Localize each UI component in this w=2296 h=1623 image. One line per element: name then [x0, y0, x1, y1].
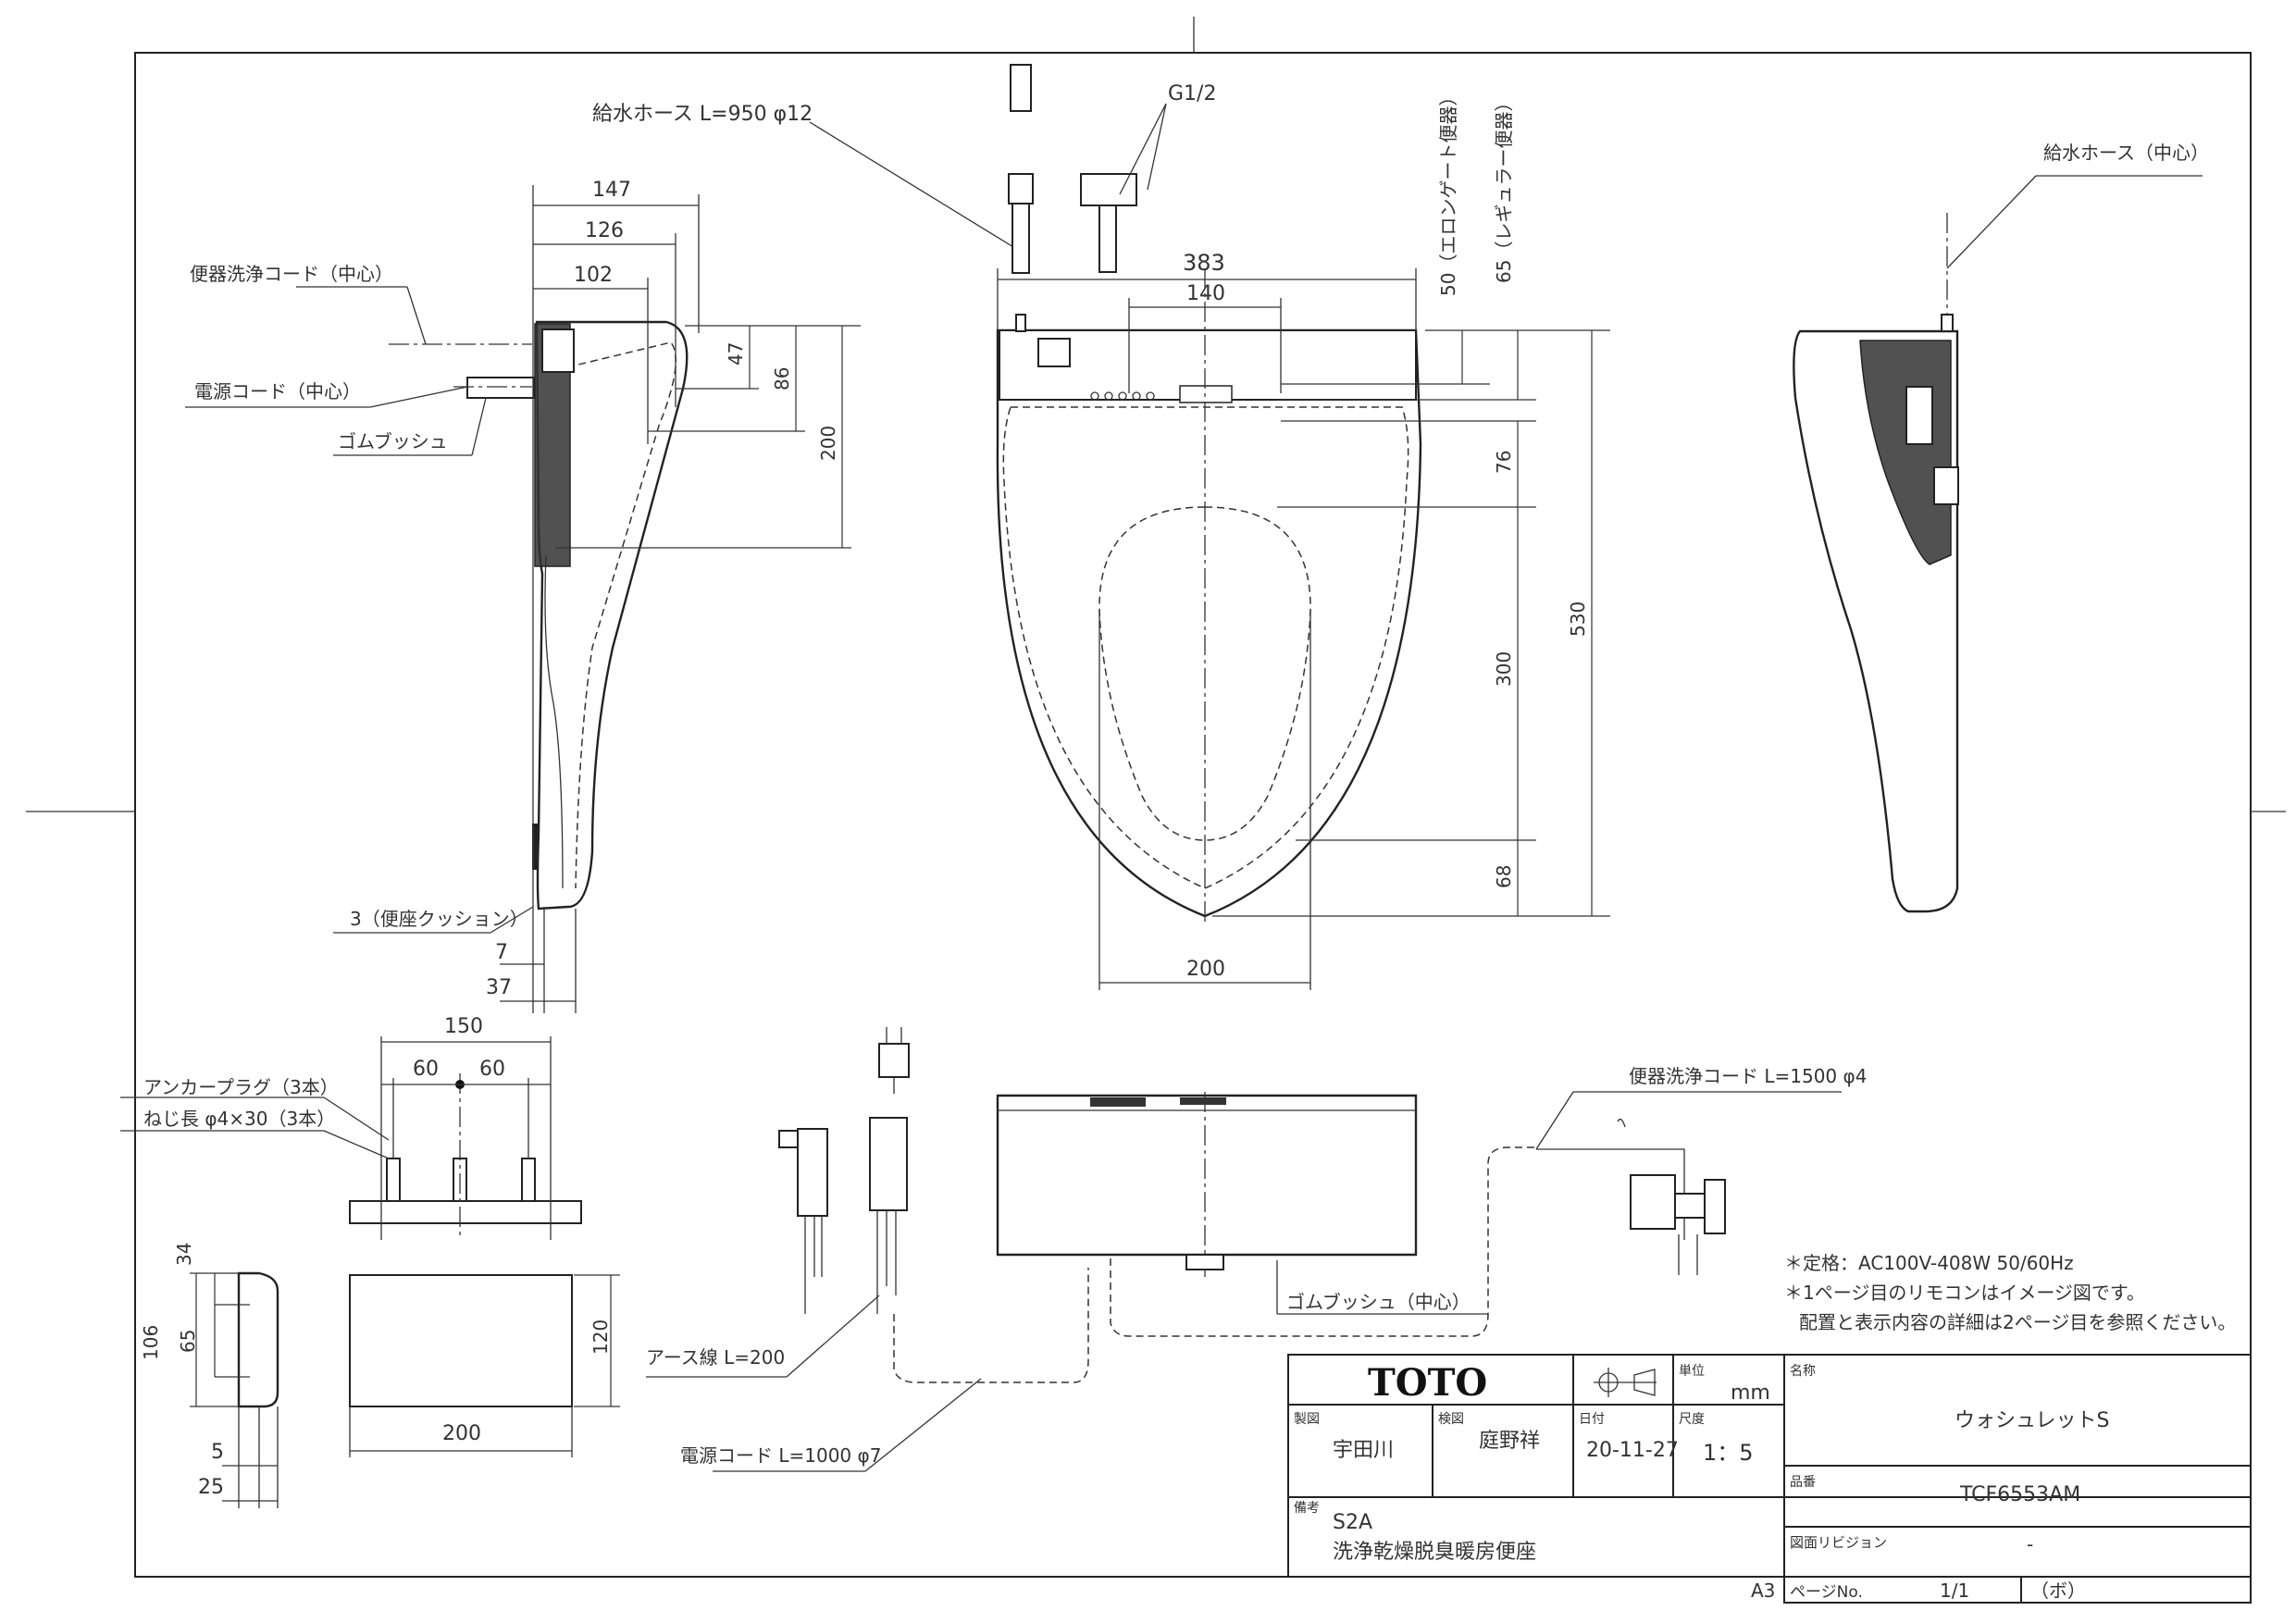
drawing-frame: [134, 52, 2252, 1578]
top-view: [996, 64, 1610, 990]
dim-25: 25: [198, 1476, 224, 1499]
earth-plug: [797, 1128, 828, 1217]
sheet-size: A3: [1751, 1580, 1775, 1602]
fitting-body: [1630, 1174, 1676, 1230]
bush-label: ゴムブッシュ: [338, 430, 448, 452]
remarks-label: 備考: [1294, 1501, 1320, 1516]
screw-label: ねじ長 φ4×30（3本）: [143, 1108, 335, 1130]
dim-102: 102: [574, 264, 613, 287]
panel-label: [1179, 385, 1233, 403]
model-value: TCF6553AM: [1959, 1483, 2080, 1506]
seat-side-profile: [535, 320, 689, 911]
dim-120: 120: [590, 1319, 612, 1355]
dim-47: 47: [725, 342, 747, 365]
title-block: [1287, 1354, 2252, 1604]
accessories: [646, 1027, 1842, 1472]
side-view-right: [1793, 175, 2203, 913]
power-plug-stub: [466, 377, 535, 399]
page-label: ページNo.: [1790, 1583, 1863, 1602]
dim-50-elongate: 50（エロンゲート便器）: [1437, 88, 1459, 296]
dim-530: 530: [1567, 601, 1589, 637]
rear-buttons: [1090, 1097, 1146, 1107]
page-suffix: （ボ）: [2030, 1580, 2086, 1602]
plate-front: [349, 1274, 573, 1407]
page-value: 1/1: [1940, 1580, 1969, 1602]
valve-mid: [1008, 173, 1034, 204]
dim-60-b: 60: [479, 1058, 505, 1081]
dim-200-top: 200: [1186, 958, 1225, 981]
power-plug: [869, 1117, 908, 1211]
cushion-label: 3（便座クッション）: [350, 908, 528, 930]
date-value: 20-11-27: [1586, 1439, 1679, 1462]
unit-label: 単位: [1679, 1364, 1705, 1379]
dim-300: 300: [1493, 651, 1515, 687]
revision-label: 図面リビジョン: [1790, 1534, 1887, 1551]
dim-147: 147: [592, 179, 631, 202]
dim-60-a: 60: [413, 1058, 439, 1081]
rear-logo: [1180, 1097, 1226, 1105]
drawn-label: 製図: [1294, 1412, 1320, 1427]
name-label: 名称: [1790, 1364, 1816, 1379]
dim-86: 86: [771, 367, 793, 390]
drawn-value: 宇田川: [1333, 1439, 1394, 1462]
bush-center-label: ゴムブッシュ（中心）: [1286, 1291, 1471, 1313]
side-buttons: [1905, 386, 1933, 445]
revision-value: -: [2027, 1533, 2033, 1555]
checked-value: 庭野祥: [1479, 1430, 1540, 1453]
checked-label: 検図: [1438, 1412, 1464, 1427]
g12-label: G1/2: [1168, 82, 1216, 105]
dim-7: 7: [495, 941, 508, 964]
dim-106: 106: [140, 1325, 162, 1360]
mounting-plate: [120, 1036, 620, 1508]
dim-76: 76: [1493, 451, 1515, 474]
remarks-line-2: 洗浄乾燥脱臭暖房便座: [1333, 1541, 1536, 1564]
unit-value: mm: [1731, 1381, 1770, 1405]
dim-383: 383: [1183, 250, 1225, 276]
date-label: 日付: [1579, 1412, 1605, 1427]
earth-label: アース線 L=200: [646, 1346, 785, 1369]
dim-68: 68: [1493, 865, 1515, 888]
note-remote: ＊1ページ目のリモコンはイメージ図です。: [1784, 1282, 2145, 1304]
model-label: 品番: [1790, 1475, 1816, 1490]
power-center-label: 電源コード（中心）: [194, 380, 361, 403]
dim-200-left: 200: [817, 426, 839, 461]
side-view-left: [185, 121, 1019, 1013]
plate-profile: [237, 1271, 279, 1408]
remarks-line-1: S2A: [1333, 1511, 1372, 1534]
dim-34: 34: [173, 1243, 195, 1266]
seat-lid-line: [544, 554, 564, 889]
washcord-center-label: 便器洗浄コード（中心）: [190, 263, 393, 285]
dim-150: 150: [444, 1015, 483, 1038]
product-name: ウォシュレットS: [1955, 1409, 2110, 1432]
tee-stem: [1098, 204, 1117, 273]
bowl-opening-dashed: [1098, 506, 1311, 841]
toto-logo: TOTO: [1368, 1361, 1487, 1405]
seat-rear-view: [996, 1094, 1418, 1257]
dim-65-regular: 65（レギュラー便器）: [1493, 93, 1515, 283]
side-knob: [1933, 466, 1959, 505]
anchor-label: アンカープラグ（3本）: [143, 1076, 339, 1098]
dim-200-plate: 200: [442, 1422, 481, 1445]
hose-label-right: 給水ホース（中心）: [2043, 142, 2209, 164]
note-detail: 配置と表示内容の詳細は2ページ目を参照ください。: [1799, 1311, 2236, 1333]
valve-stem: [1011, 203, 1030, 274]
hose-label-left: 給水ホース L=950 φ12: [592, 103, 813, 126]
scale-label: 尺度: [1679, 1412, 1705, 1427]
dim-37: 37: [486, 976, 512, 999]
panel-buttons: [1090, 391, 1155, 401]
dim-140: 140: [1186, 282, 1225, 305]
panel-square: [1037, 338, 1071, 367]
dim-5: 5: [211, 1441, 224, 1464]
valve-top: [1010, 64, 1032, 112]
dim-65-plate: 65: [177, 1330, 199, 1353]
inlet-stub: [1015, 314, 1026, 332]
scale-value: 1：5: [1703, 1440, 1754, 1466]
power-cord-label: 電源コード L=1000 φ7: [680, 1444, 881, 1467]
note-rating: ＊定格：AC100V-408W 50/60Hz: [1784, 1252, 2074, 1274]
washcord-label: 便器洗浄コード L=1500 φ4: [1629, 1065, 1867, 1087]
connector-block: [541, 328, 575, 373]
dim-126: 126: [585, 219, 624, 242]
